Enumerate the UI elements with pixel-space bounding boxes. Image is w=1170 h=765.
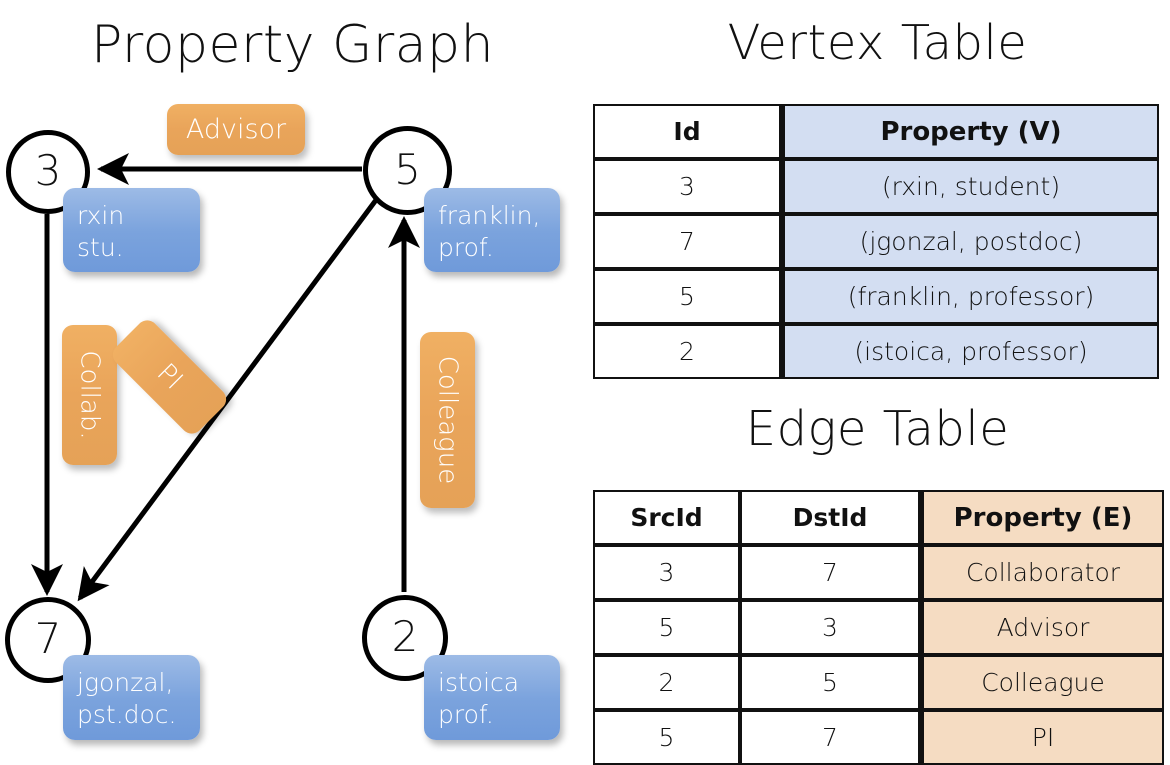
edge-label-collab: Collab. bbox=[62, 325, 117, 465]
edge-cell-property: PI bbox=[920, 710, 1164, 765]
vertex-table-header-row: Id Property (V) bbox=[593, 104, 1159, 159]
edge-label-colleague-text: Colleague bbox=[432, 355, 463, 485]
edge-cell-srcid: 5 bbox=[593, 710, 740, 765]
edge-table-header-dstid: DstId bbox=[740, 490, 920, 545]
vertex-cell-property: (istoica, professor) bbox=[781, 324, 1159, 379]
graph-node-2[interactable]: 2 bbox=[362, 595, 448, 681]
edge-cell-srcid: 3 bbox=[593, 545, 740, 600]
edge-label-advisor-text: Advisor bbox=[185, 114, 287, 145]
graph-node-5-id: 5 bbox=[394, 144, 421, 194]
graph-node-3-id: 3 bbox=[34, 146, 62, 195]
property-graph-title: Property Graph bbox=[90, 15, 495, 75]
edge-table-row[interactable]: 3 7 Collaborator bbox=[593, 545, 1164, 600]
edge-cell-dstid: 7 bbox=[740, 710, 920, 765]
vertex-table-row[interactable]: 5 (franklin, professor) bbox=[593, 269, 1159, 324]
vertex-cell-property: (franklin, professor) bbox=[781, 269, 1159, 324]
edge-cell-dstid: 3 bbox=[740, 600, 920, 655]
edge-label-colleague: Colleague bbox=[420, 332, 475, 508]
edge-cell-property: Advisor bbox=[920, 600, 1164, 655]
edge-cell-property: Collaborator bbox=[920, 545, 1164, 600]
vertex-cell-property: (jgonzal, postdoc) bbox=[781, 214, 1159, 269]
vertex-table: Id Property (V) 3 (rxin, student) 7 (jgo… bbox=[593, 104, 1159, 379]
edge-label-collab-text: Collab. bbox=[74, 350, 105, 440]
node-property-box-jgonzal: jgonzal, pst.doc. bbox=[63, 655, 200, 740]
edge-table-row[interactable]: 5 3 Advisor bbox=[593, 600, 1164, 655]
edge-table-header-property: Property (E) bbox=[920, 490, 1164, 545]
vertex-table-row[interactable]: 3 (rxin, student) bbox=[593, 159, 1159, 214]
graph-edges-layer bbox=[31, 153, 420, 602]
node-property-box-franklin: franklin, prof. bbox=[424, 188, 560, 272]
edge-table: SrcId DstId Property (E) 3 7 Collaborato… bbox=[593, 490, 1164, 765]
edge-cell-srcid: 5 bbox=[593, 600, 740, 655]
node-property-box-istoica: istoica prof. bbox=[424, 655, 560, 740]
vertex-table-row[interactable]: 2 (istoica, professor) bbox=[593, 324, 1159, 379]
edge-cell-dstid: 7 bbox=[740, 545, 920, 600]
edge-table-row[interactable]: 2 5 Colleague bbox=[593, 655, 1164, 710]
vertex-cell-property: (rxin, student) bbox=[781, 159, 1159, 214]
edge-cell-dstid: 5 bbox=[740, 655, 920, 710]
vertex-table-header-id: Id bbox=[593, 104, 781, 159]
edge-table-row[interactable]: 5 7 PI bbox=[593, 710, 1164, 765]
vertex-cell-id: 2 bbox=[593, 324, 781, 379]
edge-label-advisor: Advisor bbox=[167, 104, 305, 155]
vertex-cell-id: 7 bbox=[593, 214, 781, 269]
graph-node-7-id: 7 bbox=[34, 614, 62, 663]
edge-table-header-srcid: SrcId bbox=[593, 490, 740, 545]
vertex-table-row[interactable]: 7 (jgonzal, postdoc) bbox=[593, 214, 1159, 269]
graph-node-2-id: 2 bbox=[391, 612, 419, 661]
edge-label-pi-text: PI bbox=[150, 358, 189, 396]
edge-table-header-row: SrcId DstId Property (E) bbox=[593, 490, 1164, 545]
edge-cell-srcid: 2 bbox=[593, 655, 740, 710]
vertex-cell-id: 5 bbox=[593, 269, 781, 324]
edge-5-to-7-pi bbox=[77, 198, 379, 602]
graph-node-5[interactable]: 5 bbox=[363, 126, 452, 215]
edge-table-title: Edge Table bbox=[745, 401, 1010, 457]
node-property-box-rxin: rxin stu. bbox=[63, 188, 200, 272]
vertex-cell-id: 3 bbox=[593, 159, 781, 214]
vertex-table-title: Vertex Table bbox=[727, 15, 1028, 71]
edge-cell-property: Colleague bbox=[920, 655, 1164, 710]
vertex-table-header-property: Property (V) bbox=[781, 104, 1159, 159]
